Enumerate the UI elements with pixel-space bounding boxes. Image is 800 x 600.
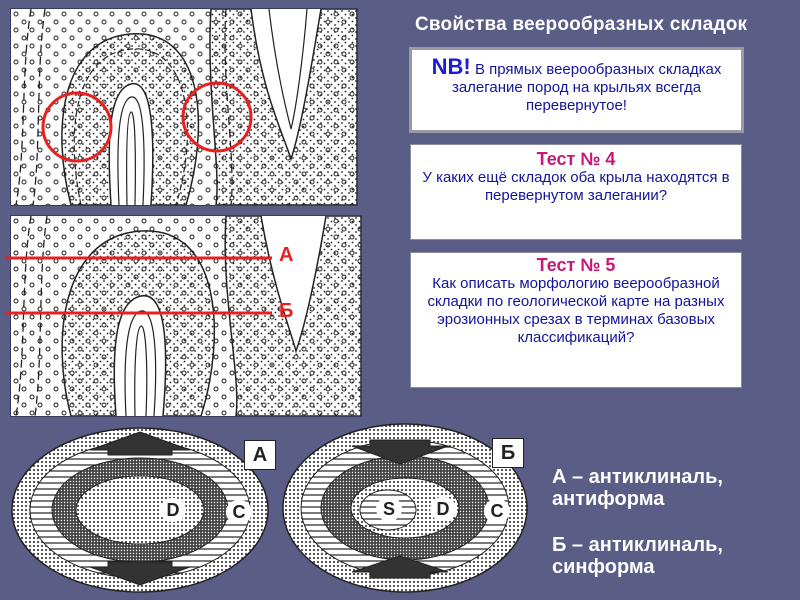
ellipse-b-layer-c: C — [484, 499, 510, 523]
ellipse-a-layer-d: D — [160, 498, 186, 522]
nb-text: В прямых веерообразных складках залегани… — [451, 61, 722, 114]
section-label-a: А — [279, 244, 294, 266]
fold-cross-section-bottom — [10, 215, 362, 417]
ellipse-b-layer-d: D — [430, 497, 456, 521]
nb-prefix: NB! — [431, 54, 471, 79]
description-a: А – антиклиналь, антиформа — [552, 466, 723, 510]
test-5-question: Как описать морфологию веерообразной скл… — [427, 275, 725, 346]
ellipse-b-diagram — [282, 423, 528, 593]
fan-fold-drawing-bottom — [11, 216, 361, 416]
fold-cross-section-top — [10, 8, 358, 206]
section-label-b: Б — [279, 300, 294, 322]
slide-title: Свойства веерообразных складок — [415, 14, 748, 35]
red-circle-left-limb — [41, 91, 113, 163]
fan-fold-drawing-top — [11, 9, 357, 205]
test-5-box: Тест № 5 Как описать морфологию веерообр… — [410, 252, 742, 388]
test-4-question: У каких ещё складок оба крыла находятся … — [422, 169, 730, 204]
description-b: Б – антиклиналь, синформа — [552, 534, 723, 578]
ellipse-a-diagram — [11, 427, 269, 593]
ellipse-a-layer-c: C — [226, 500, 252, 524]
test-5-heading: Тест № 5 — [536, 255, 616, 275]
ellipse-b-label: Б — [492, 438, 524, 468]
nb-note-box: NB! В прямых веерообразных складках зале… — [409, 47, 744, 133]
ellipse-b-layer-s: S — [376, 497, 402, 521]
red-circle-right-limb — [181, 81, 253, 153]
test-4-heading: Тест № 4 — [536, 149, 616, 169]
test-4-box: Тест № 4 У каких ещё складок оба крыла н… — [410, 144, 742, 240]
ellipse-a-label: А — [244, 440, 276, 470]
